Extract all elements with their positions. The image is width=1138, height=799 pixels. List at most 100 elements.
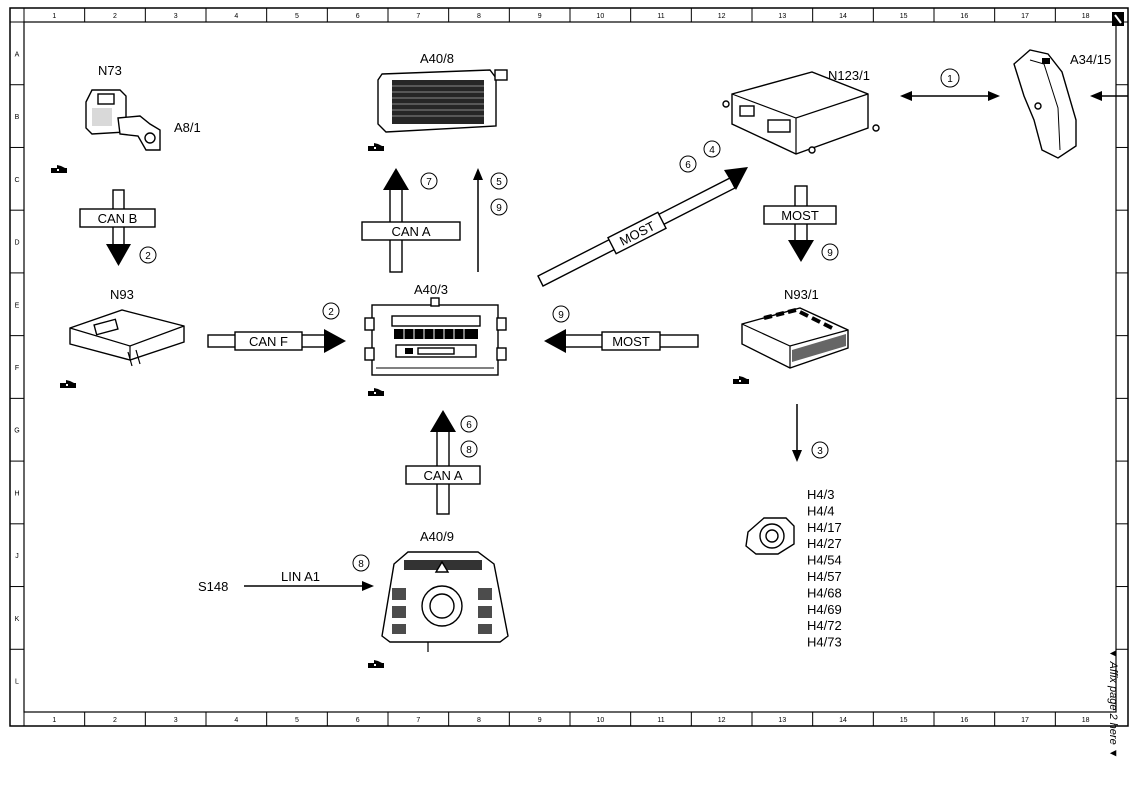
callout-circle-icon: 3 — [811, 441, 829, 459]
column-label: 3 — [174, 13, 178, 20]
thin-up-arrow — [473, 168, 483, 272]
callout-circle-icon: 6 4 — [679, 140, 721, 173]
speaker-label: H4/17 — [807, 520, 842, 535]
bus-label-can-a-bottom: CAN A — [423, 468, 462, 483]
reference-hand-icon — [60, 380, 76, 388]
speaker-icon — [745, 517, 795, 555]
bus-label-lin-a1: LIN A1 — [281, 569, 320, 584]
can-b-arrow: CAN B — [79, 189, 156, 266]
speaker-label: H4/69 — [807, 602, 842, 617]
bus-label-most-left: MOST — [612, 334, 650, 349]
speaker-arrow — [792, 404, 802, 462]
column-label: 5 — [295, 13, 299, 20]
bidirectional-arrow — [900, 91, 1000, 101]
column-label: 17 — [1021, 13, 1029, 20]
reference-hand-icon — [368, 143, 384, 151]
row-label: H — [14, 490, 19, 497]
row-label: A — [15, 51, 20, 58]
speaker-label: H4/3 — [807, 487, 834, 502]
column-label: 18 — [1082, 13, 1090, 20]
incoming-arrow — [1090, 91, 1128, 101]
speaker-label: H4/27 — [807, 536, 842, 551]
column-label: 2 — [113, 13, 117, 20]
row-label: E — [15, 302, 20, 309]
affix-page-note: ▼ Affix page 2 here ▼ — [1107, 648, 1119, 759]
column-label: 11 — [657, 13, 664, 20]
column-label: 6 — [356, 717, 360, 724]
row-label: B — [15, 114, 20, 121]
column-label: 8 — [477, 13, 481, 20]
most-diagonal-arrow: MOST — [537, 167, 748, 287]
n93-1-amplifier-icon — [741, 307, 849, 369]
row-label: L — [15, 679, 19, 686]
callout-8a: 8 — [466, 445, 472, 456]
can-a-top-arrow: CAN A — [361, 168, 461, 273]
speaker-label: H4/73 — [807, 635, 842, 650]
callout-circle-icon: 2 — [322, 302, 340, 320]
most-left-arrow: MOST — [544, 329, 699, 353]
drawing-frame — [9, 7, 1129, 727]
row-label: K — [15, 616, 20, 623]
callout-2b: 2 — [328, 307, 334, 318]
reference-hand-icon — [368, 660, 384, 668]
column-label: 11 — [657, 717, 664, 724]
ignition-switch-icon — [85, 89, 161, 151]
row-label: C — [14, 177, 19, 184]
column-label: 18 — [1082, 717, 1090, 724]
corner-logo-icon — [1112, 12, 1124, 26]
label-s148: S148 — [198, 579, 228, 594]
column-label: 10 — [596, 717, 604, 724]
column-label: 2 — [113, 717, 117, 724]
reference-hand-icon — [51, 165, 67, 173]
column-label: 12 — [718, 717, 726, 724]
n123-module-icon — [722, 71, 880, 155]
callout-9a: 9 — [496, 203, 502, 214]
callout-5: 5 — [496, 177, 502, 188]
reference-hand-icon — [733, 376, 749, 384]
label-a40-9: A40/9 — [420, 529, 454, 544]
callout-circle-icon: 5 9 — [490, 172, 508, 216]
label-n123-1: N123/1 — [828, 68, 870, 83]
column-label: 5 — [295, 717, 299, 724]
column-label: 13 — [778, 13, 786, 20]
most-down-arrow: MOST — [763, 185, 837, 262]
column-ruler: 1122334455667788991010111112121313141415… — [23, 8, 1090, 726]
row-label: D — [14, 240, 19, 247]
head-unit-icon — [364, 297, 507, 376]
column-label: 16 — [960, 717, 968, 724]
callout-9c: 9 — [827, 248, 833, 259]
column-label: 7 — [416, 717, 420, 724]
column-label: 3 — [174, 717, 178, 724]
bus-label-can-a-top: CAN A — [391, 224, 430, 239]
label-n93: N93 — [110, 287, 134, 302]
reference-hand-icon — [368, 388, 384, 396]
callout-6a: 6 — [685, 160, 691, 171]
callout-3: 3 — [817, 446, 823, 457]
column-label: 8 — [477, 717, 481, 724]
column-label: 10 — [596, 13, 604, 20]
n93-module-icon — [69, 309, 185, 367]
callout-circle-icon: 7 — [420, 172, 438, 190]
callout-8b: 8 — [358, 559, 364, 570]
label-a34-15: A34/15 — [1070, 52, 1111, 67]
column-label: 6 — [356, 13, 360, 20]
speaker-label: H4/72 — [807, 618, 842, 633]
callout-2a: 2 — [145, 251, 151, 262]
column-label: 1 — [52, 13, 56, 20]
callout-6b: 6 — [466, 420, 472, 431]
column-label: 14 — [839, 13, 847, 20]
column-label: 17 — [1021, 717, 1029, 724]
column-label: 4 — [234, 717, 238, 724]
column-label: 9 — [538, 717, 542, 724]
callout-circle-icon: 6 8 — [460, 415, 478, 458]
callout-9b: 9 — [558, 310, 564, 321]
phone-cradle-icon — [1013, 49, 1077, 159]
label-a8-1: A8/1 — [174, 120, 201, 135]
callout-circle-icon: 9 — [552, 305, 570, 323]
column-label: 15 — [900, 717, 908, 724]
speaker-label: H4/54 — [807, 553, 842, 568]
bus-label-can-b: CAN B — [98, 211, 138, 226]
row-label: G — [14, 428, 19, 435]
callout-circle-icon: 9 — [821, 243, 839, 261]
row-label: F — [15, 365, 19, 372]
